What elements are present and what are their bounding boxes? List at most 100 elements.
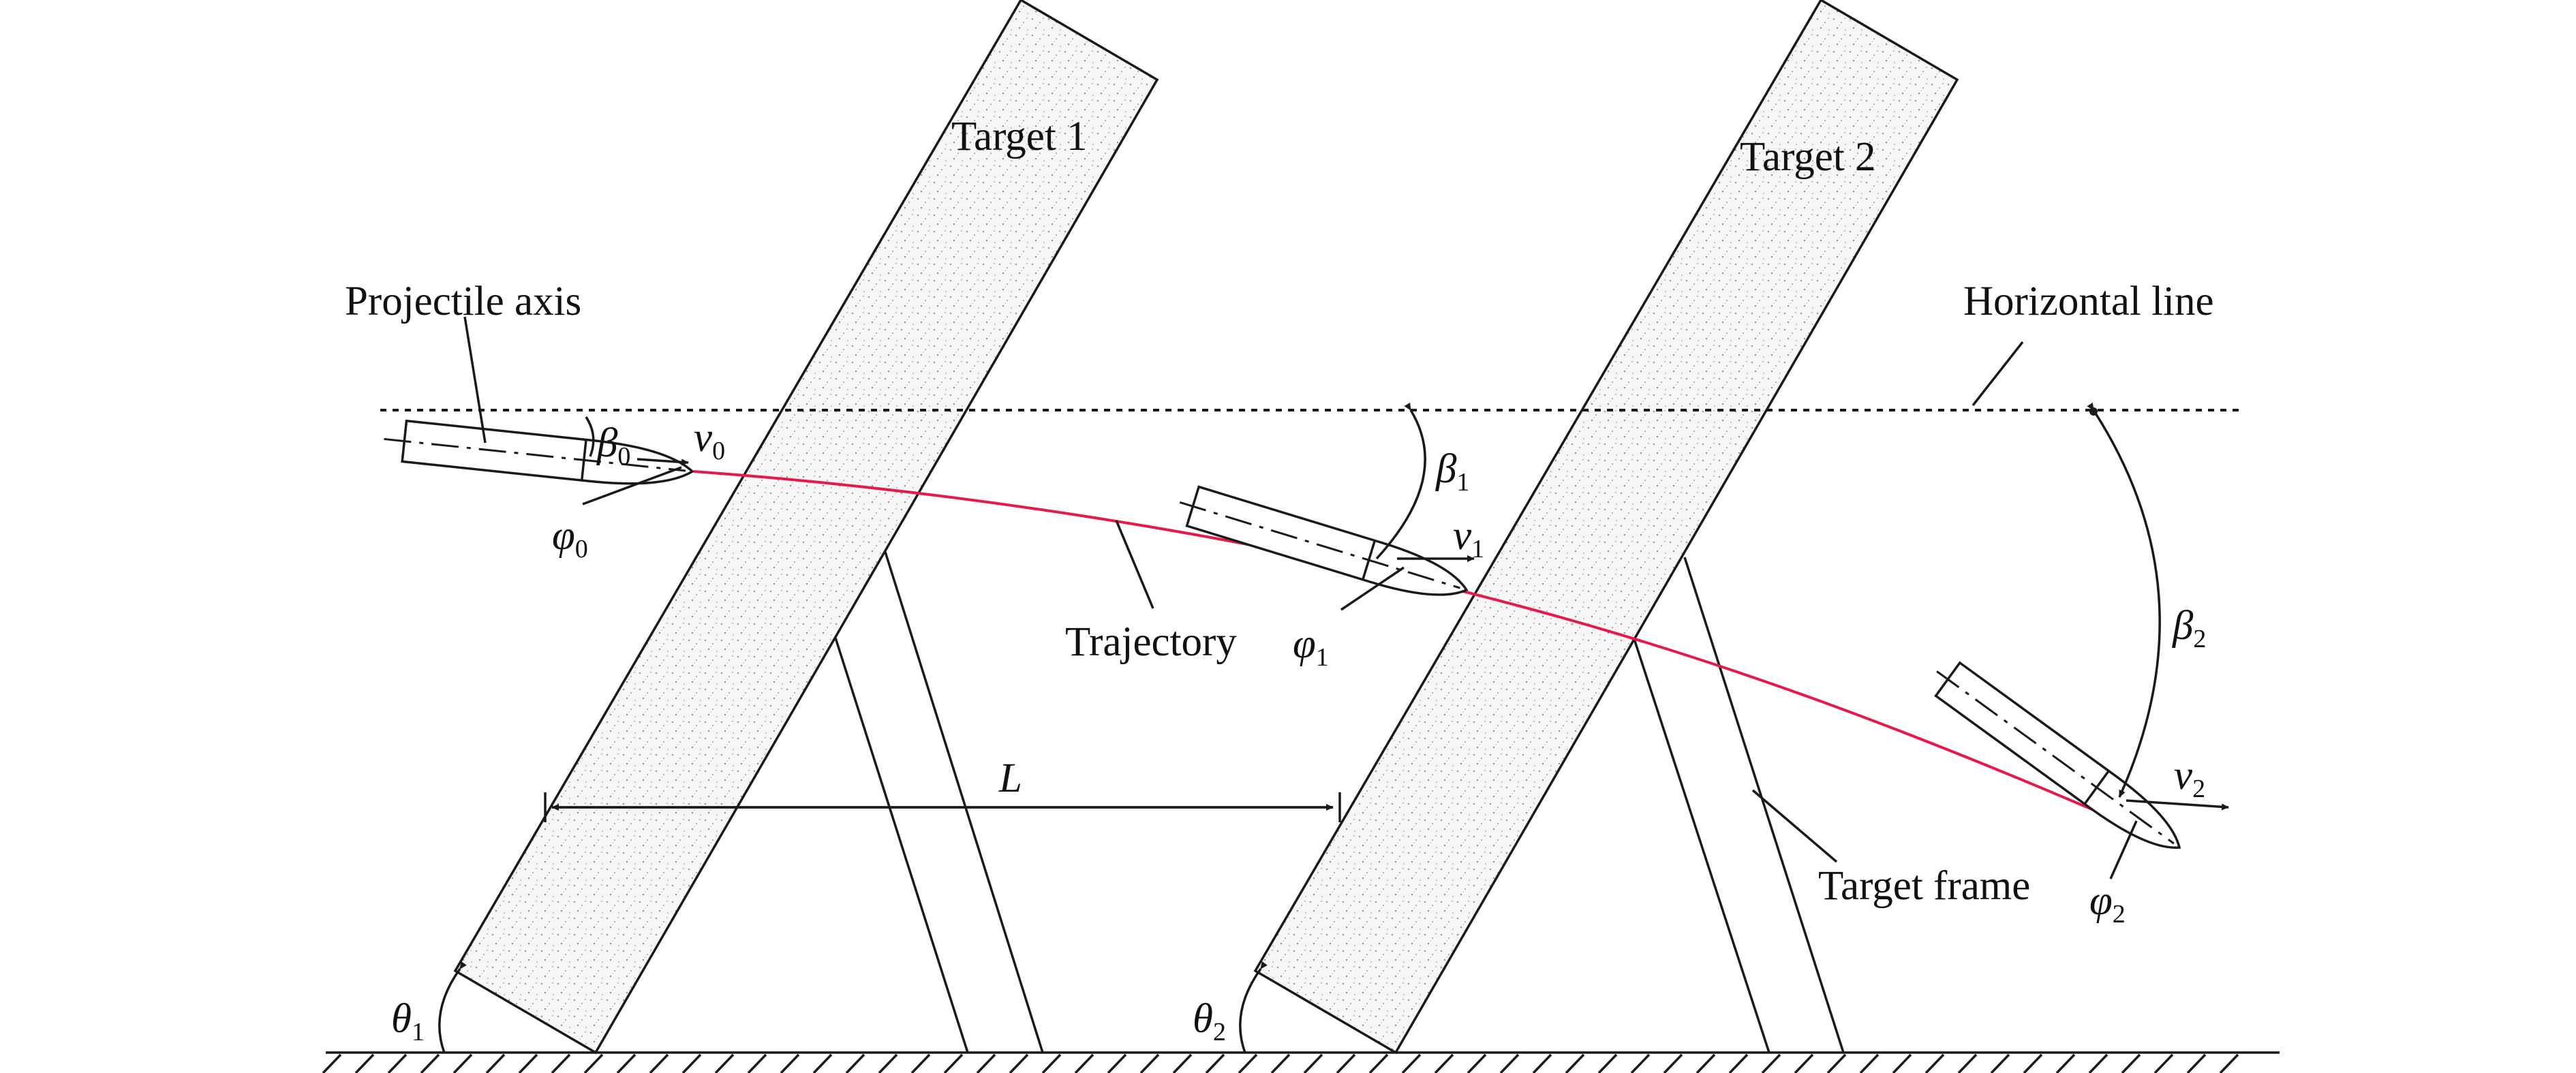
velocity-vector-v2 xyxy=(2126,799,2229,811)
distance-L-dimension xyxy=(544,792,1341,822)
ground-hatch-mark xyxy=(1303,1053,1323,1073)
beta0-angle-arc xyxy=(585,416,595,457)
ground-hatch-mark xyxy=(2153,1053,2174,1073)
ground-hatch-mark xyxy=(780,1053,800,1073)
ground-hatch-mark xyxy=(354,1053,375,1073)
ground-hatch-mark xyxy=(714,1053,735,1073)
theta1-angle-arc xyxy=(438,961,467,1053)
ground-hatch-mark xyxy=(1663,1053,1683,1073)
ground-hatch-mark xyxy=(1270,1053,1291,1073)
ground-hatch-mark xyxy=(976,1053,996,1073)
ground-hatch-mark xyxy=(1532,1053,1552,1073)
ground-hatch-mark xyxy=(1696,1053,1716,1073)
ground-hatch-mark xyxy=(1074,1053,1094,1073)
ground-hatch-mark xyxy=(1107,1053,1127,1073)
ground-hatch-mark xyxy=(2121,1053,2141,1073)
ground-hatch-mark xyxy=(1238,1053,1258,1073)
projectile-axis-label: Projectile axis xyxy=(345,279,581,324)
ground-hatch-mark xyxy=(1957,1053,1978,1073)
ground-hatch-mark xyxy=(747,1053,767,1073)
ground-hatch-mark xyxy=(878,1053,898,1073)
ground-hatch-mark xyxy=(583,1053,604,1073)
ground-hatch-mark xyxy=(1467,1053,1487,1073)
beta2-arc-endpoint xyxy=(2089,407,2098,416)
ground-hatch-mark xyxy=(1761,1053,1781,1073)
trajectory-leader xyxy=(1115,520,1154,609)
ground-hatch-mark xyxy=(518,1053,538,1073)
projectile-1 xyxy=(1179,485,1469,596)
beta2-angle-arc xyxy=(2087,402,2161,798)
ground-hatch-mark xyxy=(2186,1053,2207,1073)
ground-hatch-mark xyxy=(2055,1053,2076,1073)
ground-hatch-mark xyxy=(681,1053,702,1073)
target-frame-label: Target frame xyxy=(1818,863,2030,909)
ground-hatch-mark xyxy=(616,1053,637,1073)
ground-hatch-mark xyxy=(1565,1053,1585,1073)
target-frame-2 xyxy=(1633,557,1845,1053)
phi0-leader xyxy=(582,466,682,506)
ground-hatch-mark xyxy=(1826,1053,1847,1073)
trajectory-curve xyxy=(693,470,2180,849)
ground-hatch-mark xyxy=(322,1053,342,1073)
beta0-label: β0 xyxy=(596,420,630,471)
ground-hatch-mark xyxy=(2088,1053,2109,1073)
beta2-label: β2 xyxy=(2172,603,2206,653)
target2-label: Target 2 xyxy=(1740,134,1876,180)
ground-hatch-mark xyxy=(1794,1053,1814,1073)
ground-hatch-mark xyxy=(1597,1053,1618,1073)
horizontal-line-label: Horizontal line xyxy=(1963,279,2214,324)
velocity-vector-v0 xyxy=(637,458,689,466)
ground-hatch-mark xyxy=(1990,1053,2010,1073)
ground-hatch-mark xyxy=(1041,1053,1062,1073)
ground-hatch-mark xyxy=(1368,1053,1389,1073)
ground-hatch-mark xyxy=(943,1053,964,1073)
ground xyxy=(322,1051,2280,1073)
v2-label: v2 xyxy=(2174,753,2205,803)
ground-hatch-mark xyxy=(551,1053,571,1073)
ground-hatch-mark xyxy=(2023,1053,2043,1073)
ground-hatch-mark xyxy=(1925,1053,1945,1073)
ground-hatch-mark xyxy=(1630,1053,1651,1073)
ground-hatch-mark xyxy=(453,1053,473,1073)
distance-L-label: L xyxy=(998,756,1022,801)
ground-hatch-mark xyxy=(1499,1053,1520,1073)
trajectory-label: Trajectory xyxy=(1065,619,1237,665)
ground-hatch-mark xyxy=(845,1053,865,1073)
v0-label: v0 xyxy=(694,415,725,465)
phi1-label: φ1 xyxy=(1293,621,1329,672)
projectile-0 xyxy=(384,419,694,485)
ground-hatch-mark xyxy=(1434,1053,1454,1073)
phi0-label: φ0 xyxy=(552,513,588,563)
ground-hatch-mark xyxy=(485,1053,506,1073)
beta1-angle-arc xyxy=(1375,402,1426,560)
beta1-label: β1 xyxy=(1435,446,1469,497)
ground-hatch-mark xyxy=(1728,1053,1749,1073)
ground-hatch-mark xyxy=(1172,1053,1193,1073)
ground-hatch-mark xyxy=(420,1053,440,1073)
ground-hatch-mark xyxy=(1205,1053,1225,1073)
theta2-label: θ2 xyxy=(1193,996,1226,1046)
v1-label: v1 xyxy=(1453,513,1484,563)
phi2-label: φ2 xyxy=(2089,878,2126,929)
ground-hatch-mark xyxy=(1336,1053,1356,1073)
target1-label: Target 1 xyxy=(951,114,1088,159)
phi2-leader xyxy=(2109,820,2138,880)
projectile-2 xyxy=(1934,661,2181,849)
ground-hatch-mark xyxy=(1859,1053,1880,1073)
theta1-label: θ1 xyxy=(391,996,425,1046)
ground-hatch-mark xyxy=(387,1053,408,1073)
ground-hatch-mark xyxy=(812,1053,833,1073)
ground-hatch-mark xyxy=(649,1053,669,1073)
target-plate-2 xyxy=(1253,0,1959,1055)
projectile-axis-leader xyxy=(463,316,487,444)
ground-hatch-mark xyxy=(1401,1053,1422,1073)
target-frame-1 xyxy=(832,549,1044,1053)
ground-hatch-mark xyxy=(1892,1053,1912,1073)
ground-hatch-mark xyxy=(1009,1053,1029,1073)
horizontal-line-leader xyxy=(1972,341,2024,407)
target-plate-1 xyxy=(453,0,1159,1055)
target-frame-leader xyxy=(1751,789,1838,863)
ground-hatch-mark xyxy=(910,1053,931,1073)
ground-hatch-mark xyxy=(2219,1053,2239,1073)
